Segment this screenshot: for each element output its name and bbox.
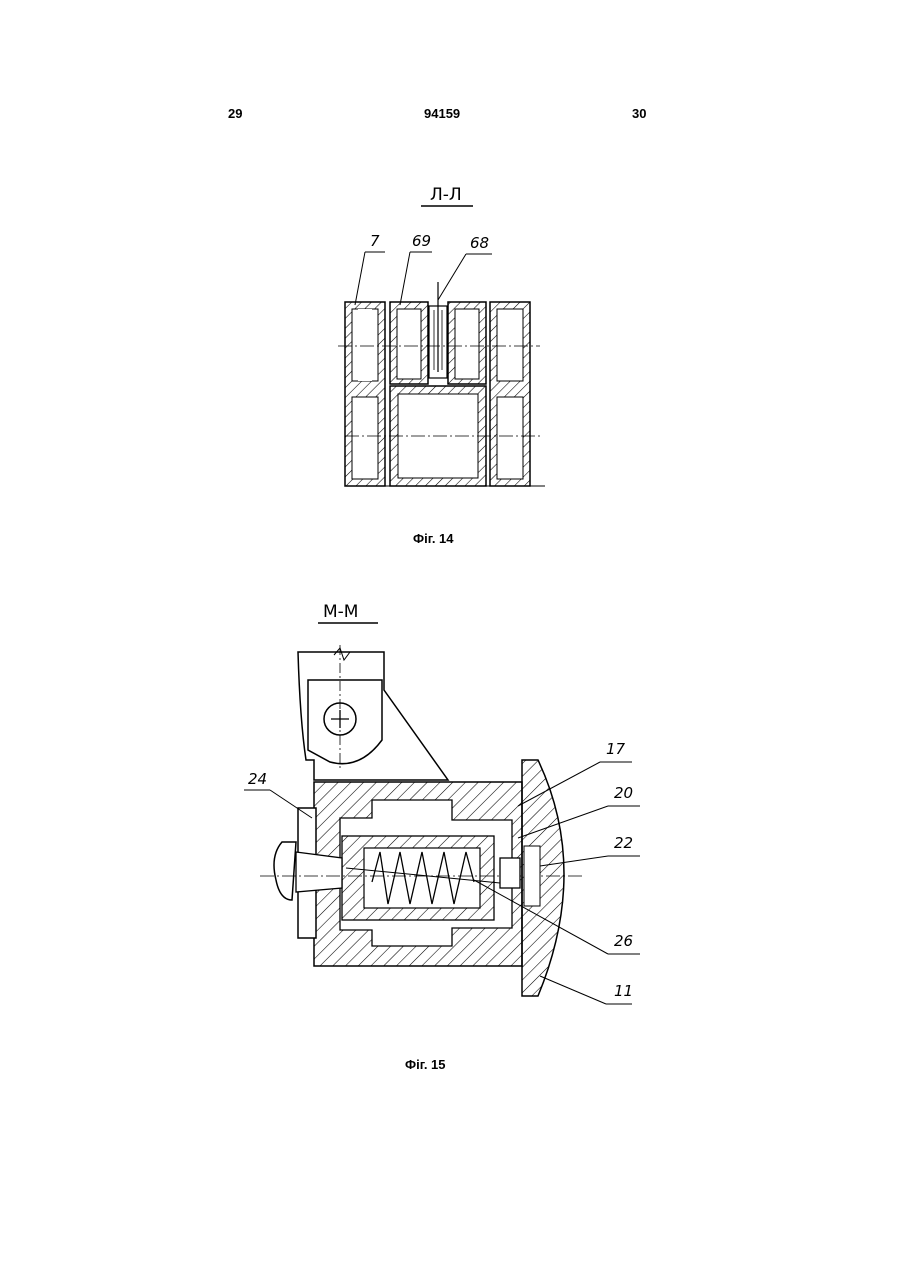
callout-22: 22 [614, 834, 633, 852]
housing-body [314, 782, 522, 966]
callout-26: 26 [614, 932, 633, 950]
callout-17: 17 [606, 740, 626, 758]
section-label-m-m: М-М [323, 602, 358, 622]
callout-11: 11 [614, 982, 633, 1000]
figure-15-caption: Фіг. 15 [405, 1057, 446, 1072]
plunger-tip [500, 858, 520, 888]
callout-20: 20 [614, 784, 633, 802]
cover-plate [522, 760, 564, 996]
callout-24: 24 [248, 770, 267, 788]
mounting-bracket [298, 645, 448, 780]
